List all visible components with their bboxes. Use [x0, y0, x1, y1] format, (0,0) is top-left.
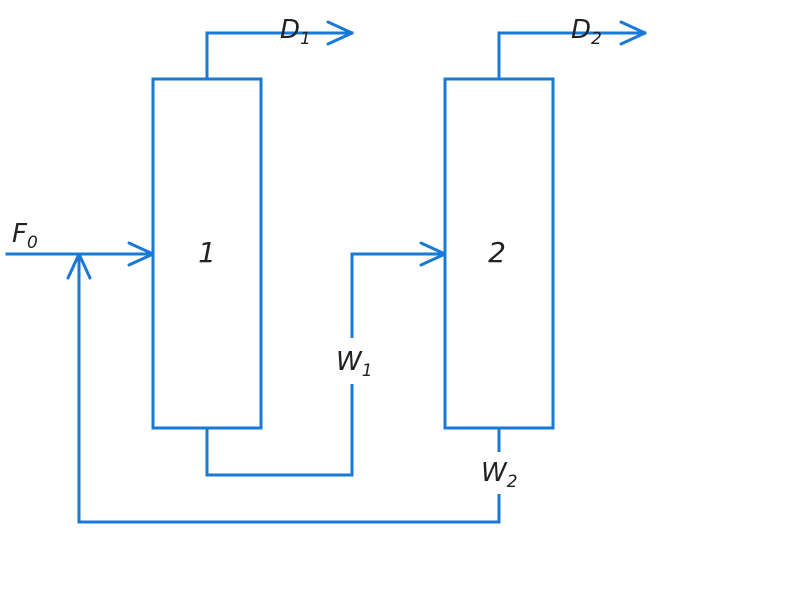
feed-sub: 0	[27, 233, 38, 253]
bottoms-2-label: W2	[481, 458, 518, 492]
distillate-1-main: D	[280, 15, 300, 45]
column-2-label: 2	[488, 236, 506, 269]
bottoms-2-main: W	[481, 458, 508, 488]
distillate-1-line	[205, 31, 354, 81]
distillate-2-main: D	[571, 15, 591, 45]
column-2-box	[443, 77, 555, 430]
bottoms-1-label: W1	[336, 347, 373, 381]
column-1-label: 1	[198, 236, 216, 269]
bottoms-1-main: W	[336, 347, 363, 377]
distillate-2-arrowhead	[619, 20, 647, 46]
feed-main: F	[12, 219, 28, 249]
bottoms-1-arrowhead	[419, 241, 447, 267]
bottoms-1-line	[205, 252, 447, 477]
distillate-1-sub: 1	[300, 29, 311, 49]
distillate-1-label: D1	[280, 15, 311, 49]
feed-label: F0	[12, 219, 38, 253]
distillate-2-label: D2	[571, 15, 602, 49]
feed-arrowhead	[127, 241, 155, 267]
distillate-2-line	[497, 31, 647, 81]
column-1-box	[151, 77, 263, 430]
distillate-1-arrowhead	[326, 20, 354, 46]
bottoms-1-label-bg	[330, 338, 374, 384]
bottoms-2-sub: 2	[507, 472, 518, 492]
bottoms-2-label-bg	[476, 452, 522, 494]
recycle-arrowhead	[66, 252, 92, 280]
bottoms-1-sub: 1	[362, 361, 373, 381]
bottoms-2-recycle-line	[77, 252, 501, 524]
distillate-2-sub: 2	[591, 29, 602, 49]
